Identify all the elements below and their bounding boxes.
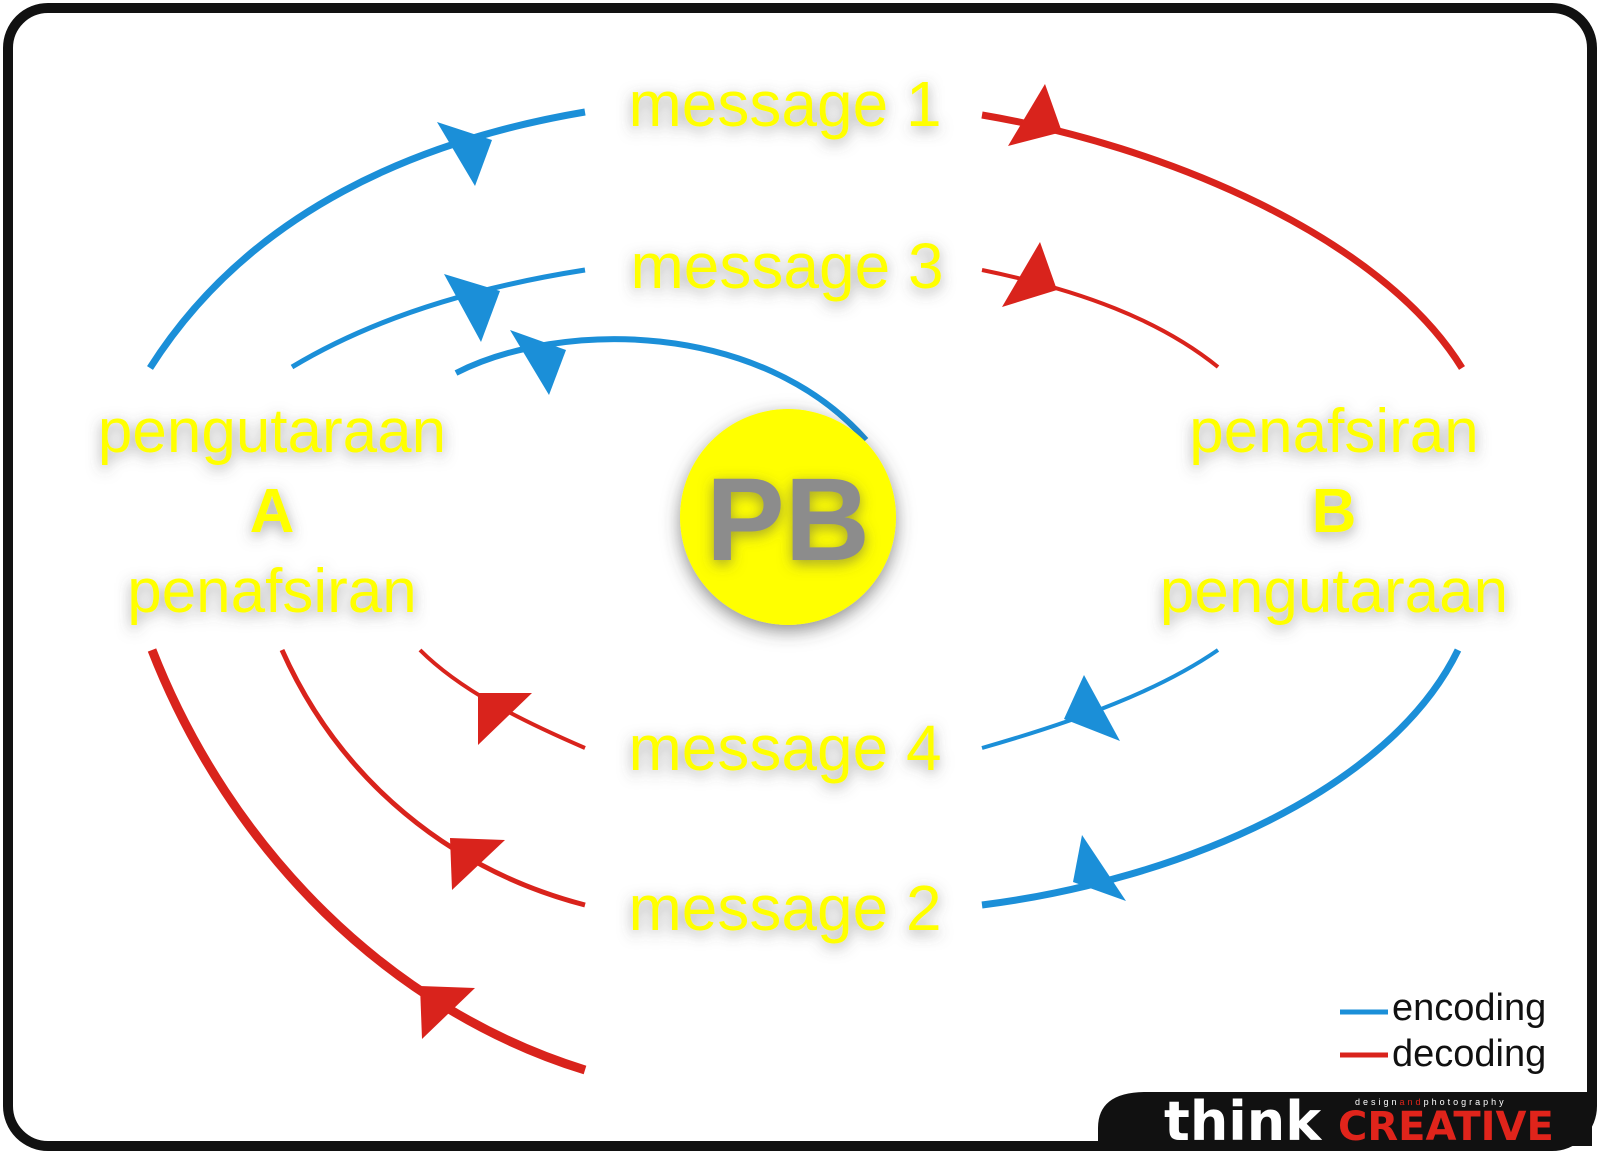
party-b-bottom-label: pengutaraan [1160, 557, 1508, 626]
message-labels: message 1 message 3 message 4 message 2 [628, 68, 943, 944]
party-b-top-label: penafsiran [1189, 397, 1479, 466]
party-a: pengutaraan A penafsiran [98, 397, 446, 626]
arc-pb-to-a [147, 648, 587, 1075]
arc-a-to-pb [454, 336, 869, 442]
brand-creative: CREATIVE [1338, 1104, 1554, 1150]
party-a-bottom-label: penafsiran [127, 557, 417, 626]
pb-label: PB [706, 454, 870, 586]
message-3-label: message 3 [630, 230, 943, 302]
legend-encoding-label: encoding [1392, 987, 1546, 1029]
brand-tagline: designandphotography [1355, 1097, 1507, 1107]
arrowhead-icon [510, 330, 566, 395]
message-2-label: message 2 [628, 872, 941, 944]
encoding-arrowheads [437, 122, 1126, 901]
arc-message-3-to-b [981, 268, 1220, 369]
arrowhead-icon [478, 693, 532, 745]
arrowhead-icon [1064, 675, 1120, 741]
arrowhead-icon [450, 838, 505, 890]
legend-decoding-label: decoding [1392, 1033, 1546, 1075]
message-1-label: message 1 [628, 68, 941, 140]
legend: encoding decoding [1340, 987, 1546, 1075]
arrowhead-icon [1002, 242, 1057, 307]
arc-message-2-to-a [279, 648, 586, 908]
pb-circle [680, 409, 896, 625]
arc-b-to-message-2 [981, 648, 1462, 909]
encoding-arcs [147, 108, 1462, 909]
party-b: penafsiran B pengutaraan [1160, 397, 1508, 626]
arc-a-to-message-3 [290, 267, 586, 370]
brand-think: think [1164, 1090, 1322, 1153]
arrowhead-icon [1008, 84, 1062, 146]
decoding-arrowheads [420, 84, 1062, 1039]
party-a-top-label: pengutaraan [98, 397, 446, 466]
arrowhead-icon [444, 274, 500, 342]
arc-a-to-message-1 [147, 108, 586, 370]
brand-logo: designandphotography think CREATIVE [1098, 1090, 1592, 1153]
arrowhead-icon [420, 986, 475, 1039]
arrowhead-icon [437, 122, 492, 186]
party-b-letter: B [1312, 477, 1357, 546]
brand-tab [1098, 1092, 1592, 1146]
pb-node [680, 409, 896, 625]
arrowhead-icon [1073, 835, 1126, 901]
arc-b-to-message-4 [981, 648, 1220, 750]
party-a-letter: A [250, 477, 295, 546]
message-4-label: message 4 [628, 712, 941, 784]
